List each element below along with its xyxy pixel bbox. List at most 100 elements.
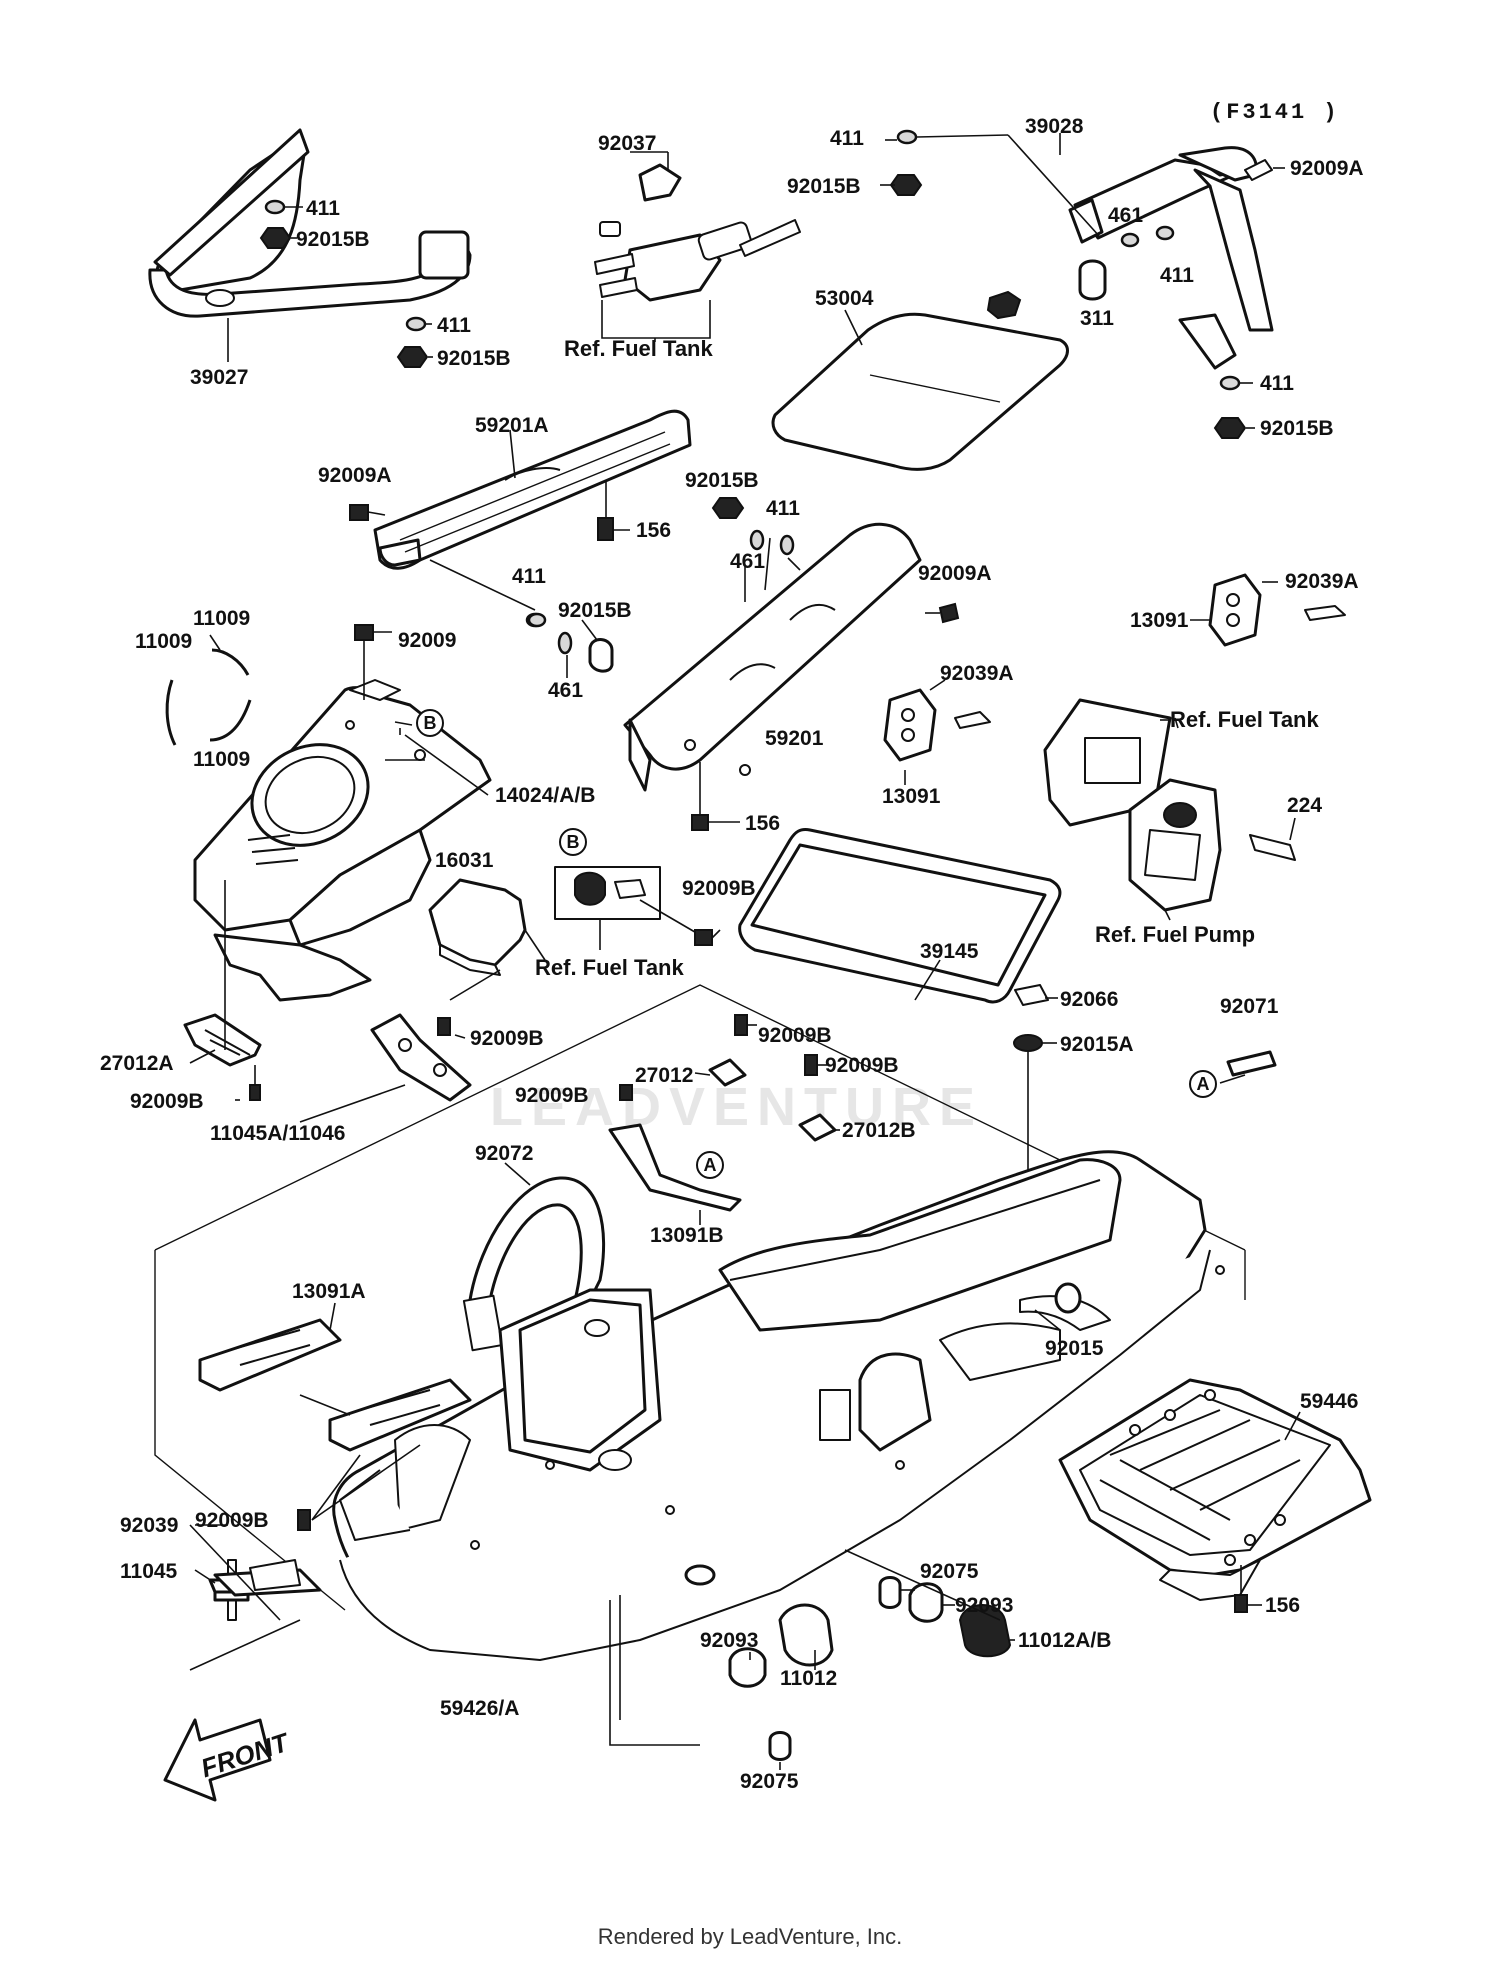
fasteners-mid-lower xyxy=(619,1014,840,1142)
label-39145: 39145 xyxy=(920,940,979,963)
label-13091: 13091 xyxy=(882,785,941,808)
label-11012: 11012 xyxy=(780,1667,837,1690)
label-92009A: 92009A xyxy=(1290,157,1364,180)
label-92015B: 92015B xyxy=(787,175,861,198)
footer-credit: Rendered by LeadVenture, Inc. xyxy=(597,1924,903,1949)
fasteners-39028 xyxy=(880,129,1285,439)
label-92071: 92071 xyxy=(1220,995,1279,1018)
label-92015B: 92015B xyxy=(1260,417,1334,440)
callout-b-hood xyxy=(416,709,444,737)
callout-b-cap xyxy=(559,828,587,856)
label-224: 224 xyxy=(1287,794,1322,817)
label-461: 461 xyxy=(1108,204,1143,227)
fasteners-39027 xyxy=(227,199,433,368)
label-411: 411 xyxy=(306,197,340,220)
label-27012: 27012 xyxy=(635,1064,693,1087)
label-156: 156 xyxy=(636,519,671,542)
figure-code: (F3141 ) xyxy=(1210,100,1340,125)
label-92009B: 92009B xyxy=(682,877,756,900)
label-92075: 92075 xyxy=(740,1770,799,1793)
hood-cover-14024 xyxy=(193,624,492,1002)
label-39028: 39028 xyxy=(1025,115,1084,138)
label-92009A: 92009A xyxy=(918,562,992,585)
label-53004: 53004 xyxy=(815,287,874,310)
label-59201: 59201 xyxy=(765,727,824,750)
hull-59426 xyxy=(154,984,1246,1720)
label-13091: 13091 xyxy=(1130,609,1189,632)
label-11009: 11009 xyxy=(193,748,250,771)
intake-grate-59446 xyxy=(1058,1378,1372,1613)
handle-pole-39027 xyxy=(148,128,472,318)
label-11009: 11009 xyxy=(193,607,250,630)
ref-fuel-tank-label: Ref. Fuel Tank xyxy=(1170,707,1319,732)
clamp-13091-right xyxy=(1190,573,1346,647)
label-92015: 92015 xyxy=(1045,1337,1104,1360)
label-59201A: 59201A xyxy=(475,414,549,437)
label-92015B: 92015B xyxy=(296,228,370,251)
label-92015B: 92015B xyxy=(558,599,632,622)
ref-fuel-tank-label: Ref. Fuel Tank xyxy=(535,955,684,980)
callout-b-text: B xyxy=(567,832,580,852)
handle-pole-39028 xyxy=(1007,133,1274,370)
label-411: 411 xyxy=(1160,264,1194,287)
strap-92072 xyxy=(462,1162,606,1352)
callout-a-mid xyxy=(696,1151,724,1179)
label-92009B: 92009B xyxy=(195,1509,269,1532)
bracket-11045A xyxy=(299,1013,472,1123)
label-92009B: 92009B xyxy=(470,1027,544,1050)
label-11045A-11046: 11045A/11046 xyxy=(210,1122,345,1145)
label-11045: 11045 xyxy=(120,1560,178,1583)
fuel-pump-assembly xyxy=(1043,698,1296,921)
label-411: 411 xyxy=(766,497,800,520)
bracket-27012A xyxy=(183,880,262,1101)
callout-a-right xyxy=(1189,1070,1217,1098)
tow-eye-11045 xyxy=(189,1524,322,1671)
label-27012B: 27012B xyxy=(842,1119,916,1142)
label-92039A: 92039A xyxy=(940,662,1014,685)
label-311: 311 xyxy=(1080,307,1114,330)
label-27012A: 27012A xyxy=(100,1052,174,1075)
ref-fuel-tank-label: Ref. Fuel Tank xyxy=(564,336,713,361)
label-156: 156 xyxy=(1265,1594,1300,1617)
exploded-parts-diagram: LEADVENTURE (F3141 ) 411 92015B 411 9201… xyxy=(100,100,1372,1802)
clamp-13091 xyxy=(883,679,991,785)
label-39027: 39027 xyxy=(190,366,248,389)
label-411: 411 xyxy=(437,314,471,337)
bracket-ref-fuel-tank xyxy=(428,878,546,1001)
callout-a-text: A xyxy=(704,1155,717,1175)
drain-plugs xyxy=(609,1549,1015,1770)
label-16031: 16031 xyxy=(435,849,494,872)
label-92072: 92072 xyxy=(475,1142,533,1165)
label-92009B: 92009B xyxy=(130,1090,204,1113)
callout-b-text: B xyxy=(424,713,437,733)
label-92075: 92075 xyxy=(920,1560,979,1583)
bracket-13091B xyxy=(608,1123,742,1225)
label-411: 411 xyxy=(1260,372,1294,395)
gasket-39145 xyxy=(738,828,1062,1004)
fuel-cap-assembly xyxy=(554,866,721,950)
label-461: 461 xyxy=(548,679,583,702)
label-411: 411 xyxy=(830,127,864,150)
label-92015B: 92015B xyxy=(437,347,511,370)
label-92009A: 92009A xyxy=(318,464,392,487)
fasteners-59201 xyxy=(691,497,960,831)
label-92093: 92093 xyxy=(955,1594,1013,1617)
ring-seals-11009 xyxy=(165,634,252,746)
label-156: 156 xyxy=(745,812,780,835)
watermark-text: LEADVENTURE xyxy=(490,1077,983,1137)
label-92009B: 92009B xyxy=(825,1054,899,1077)
label-92009: 92009 xyxy=(398,629,456,652)
label-92066: 92066 xyxy=(1060,988,1118,1011)
label-14024AB: 14024/A/B xyxy=(495,784,595,807)
label-13091A: 13091A xyxy=(292,1280,366,1303)
label-92037: 92037 xyxy=(598,132,656,155)
label-461: 461 xyxy=(730,550,765,573)
label-92015A: 92015A xyxy=(1060,1033,1134,1056)
label-411: 411 xyxy=(512,565,546,588)
fuel-valve-92037 xyxy=(594,151,801,342)
fasteners-middle xyxy=(527,612,614,678)
label-92039: 92039 xyxy=(120,1514,178,1537)
pad-59201 xyxy=(623,522,922,815)
label-11009: 11009 xyxy=(135,630,192,653)
